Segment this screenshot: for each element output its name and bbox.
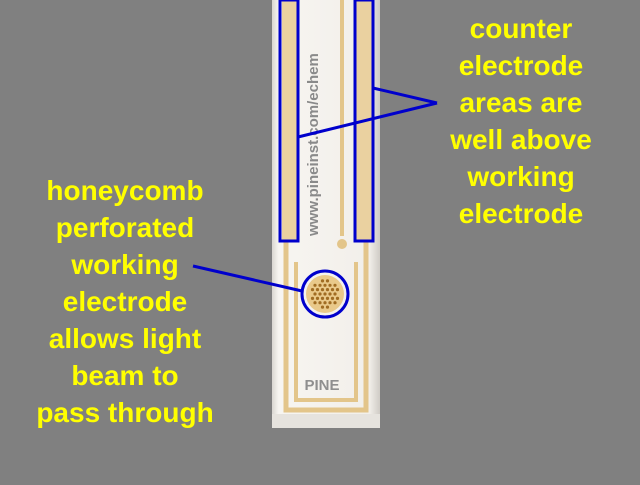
honeycomb-perforations [310, 279, 340, 309]
perforation-hole [313, 301, 317, 305]
perforation-hole [315, 288, 320, 292]
electrode-strip-bottom-edge [272, 414, 380, 428]
counter-electrode-highlight-right [353, 0, 375, 243]
perforation-hole [310, 296, 315, 300]
perforation-hole [328, 292, 332, 296]
callout-lines [192, 86, 438, 293]
working-electrode-label: honeycomb perforated working electrode a… [36, 175, 214, 428]
counter-electrode-label: counter electrode areas are well above w… [450, 13, 592, 229]
perforation-hole [310, 288, 315, 292]
perforation-hole [323, 301, 327, 305]
perforation-hole [320, 279, 325, 283]
callout-line-counter-left [297, 101, 438, 139]
perforation-hole [325, 296, 330, 300]
perforation-hole [318, 283, 322, 287]
perforation-hole [318, 292, 322, 296]
perforation-hole [335, 288, 340, 292]
perforation-hole [335, 296, 340, 300]
perforation-hole [325, 288, 330, 292]
perforation-hole [325, 279, 330, 283]
callout-line-working [192, 264, 303, 293]
perforation-hole [323, 292, 327, 296]
perforation-hole [313, 283, 317, 287]
working-electrode-trace [294, 262, 358, 402]
perforation-hole [330, 288, 335, 292]
perforation-hole [333, 292, 337, 296]
perforation-hole [320, 305, 325, 309]
perforation-hole [320, 288, 325, 292]
perforation-hole [323, 283, 327, 287]
perforation-hole [318, 301, 322, 305]
perforation-hole [333, 301, 337, 305]
perforation-hole [328, 301, 332, 305]
perforation-hole [313, 292, 317, 296]
perforation-hole [320, 296, 325, 300]
counter-electrode-highlight-left [278, 0, 300, 243]
electrode-brand-text: PINE [304, 377, 339, 394]
working-electrode-highlight-circle [300, 269, 350, 319]
reference-dot [337, 239, 347, 249]
perforation-hole [333, 283, 337, 287]
perforation-hole [328, 283, 332, 287]
perforation-hole [315, 296, 320, 300]
callout-line-counter-right [372, 86, 438, 105]
perforation-hole [330, 296, 335, 300]
electrode-url-text: www.pineinst.com/echem [305, 53, 322, 237]
working-electrode [300, 269, 350, 319]
perforation-hole [325, 305, 330, 309]
